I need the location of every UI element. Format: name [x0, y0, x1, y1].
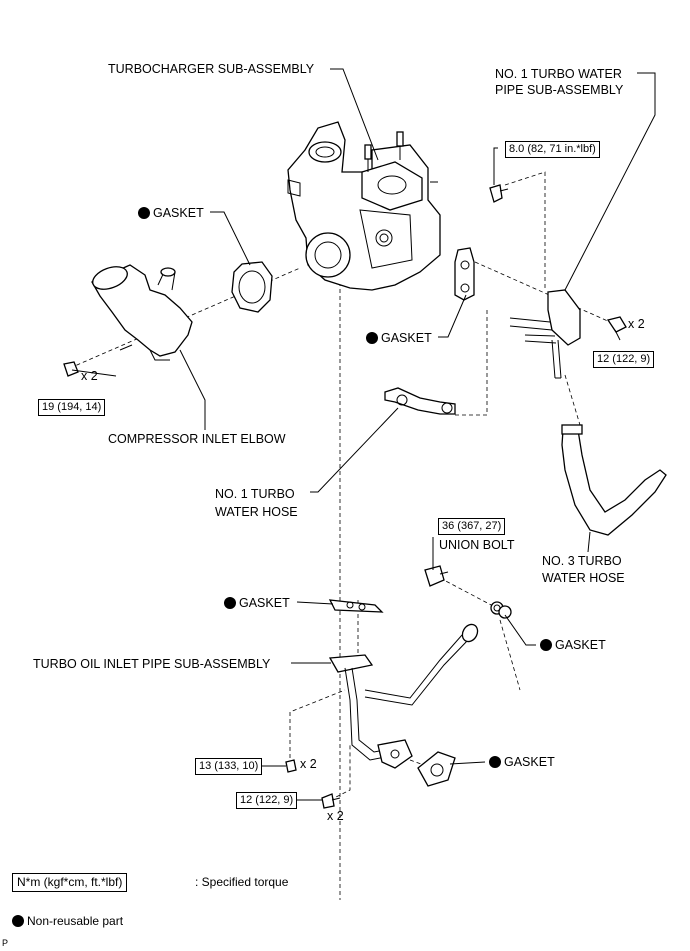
- label-oil-inlet-pipe: TURBO OIL INLET PIPE SUB-ASSEMBLY: [33, 657, 271, 671]
- assembly-guide-lines: [69, 171, 611, 900]
- water-hose-1-drawing: [384, 387, 456, 415]
- label-water-hose-1-line2: WATER HOSE: [215, 505, 298, 519]
- label-union-gasket: GASKET: [540, 637, 606, 653]
- union-bolt-drawing: [424, 565, 449, 587]
- water-hose-3-drawing: [561, 424, 667, 536]
- label-oil-pipe-upper-gasket: GASKET: [224, 595, 290, 611]
- multiplier-oil-pipe-bolt: x 2: [327, 809, 344, 823]
- label-water-hose-3-line1: NO. 3 TURBO: [542, 554, 622, 568]
- torque-water-pipe-bolt: 8.0 (82, 71 in.*lbf): [505, 141, 600, 158]
- torque-oil-pipe-nut: 13 (133, 10): [195, 758, 263, 775]
- torque-elbow-nut: 19 (194, 14): [38, 399, 106, 416]
- non-reusable-dot-icon: [540, 639, 552, 651]
- legend-torque-description: : Specified torque: [195, 875, 289, 889]
- label-oil-pipe-lower-gasket: GASKET: [489, 754, 555, 770]
- multiplier-elbow-nut: x 2: [81, 369, 98, 383]
- legend-non-reusable: Non-reusable part: [12, 913, 123, 929]
- union-gasket-drawing: [490, 601, 512, 619]
- non-reusable-dot-icon: [138, 207, 150, 219]
- non-reusable-dot-icon: [366, 332, 378, 344]
- oil-pipe-lower-gasket-drawing: [417, 751, 456, 787]
- label-water-pipe-line2: PIPE SUB-ASSEMBLY: [495, 83, 624, 97]
- figure-id: P: [2, 938, 9, 948]
- torque-water-pipe-nut: 12 (122, 9): [593, 351, 655, 368]
- leader-lines: [71, 68, 656, 801]
- non-reusable-dot-icon: [224, 597, 236, 609]
- multiplier-water-pipe-nut: x 2: [628, 317, 645, 331]
- label-compressor-gasket: GASKET: [138, 205, 204, 221]
- oil-pipe-upper-gasket-drawing: [328, 599, 384, 613]
- multiplier-oil-pipe-nut: x 2: [300, 757, 317, 771]
- compressor-gasket-drawing: [231, 261, 273, 313]
- label-water-hose-3-line2: WATER HOSE: [542, 571, 625, 585]
- compressor-inlet-elbow-drawing: [91, 264, 193, 361]
- label-water-pipe-line1: NO. 1 TURBO WATER: [495, 67, 622, 81]
- fastener-drawings: [63, 361, 341, 809]
- label-water-hose-1-line1: NO. 1 TURBO: [215, 487, 295, 501]
- oil-inlet-pipe-drawing: [328, 623, 479, 769]
- label-compressor-inlet-elbow: COMPRESSOR INLET ELBOW: [108, 432, 286, 446]
- label-water-pipe-gasket: GASKET: [366, 330, 432, 346]
- label-turbocharger: TURBOCHARGER SUB-ASSEMBLY: [108, 62, 315, 76]
- torque-union-bolt: 36 (367, 27): [438, 518, 506, 535]
- legend-torque-units-box: N*m (kgf*cm, ft.*lbf): [12, 873, 128, 892]
- non-reusable-dot-icon: [489, 756, 501, 768]
- water-pipe-drawing: [509, 289, 627, 379]
- turbocharger-drawing: [287, 121, 441, 291]
- torque-oil-pipe-bolt: 12 (122, 9): [236, 792, 298, 809]
- water-pipe-gasket-drawing: [454, 247, 475, 301]
- non-reusable-dot-icon: [12, 915, 24, 927]
- water-pipe-bolt-drawing: [489, 184, 509, 203]
- label-union-bolt: UNION BOLT: [439, 538, 515, 552]
